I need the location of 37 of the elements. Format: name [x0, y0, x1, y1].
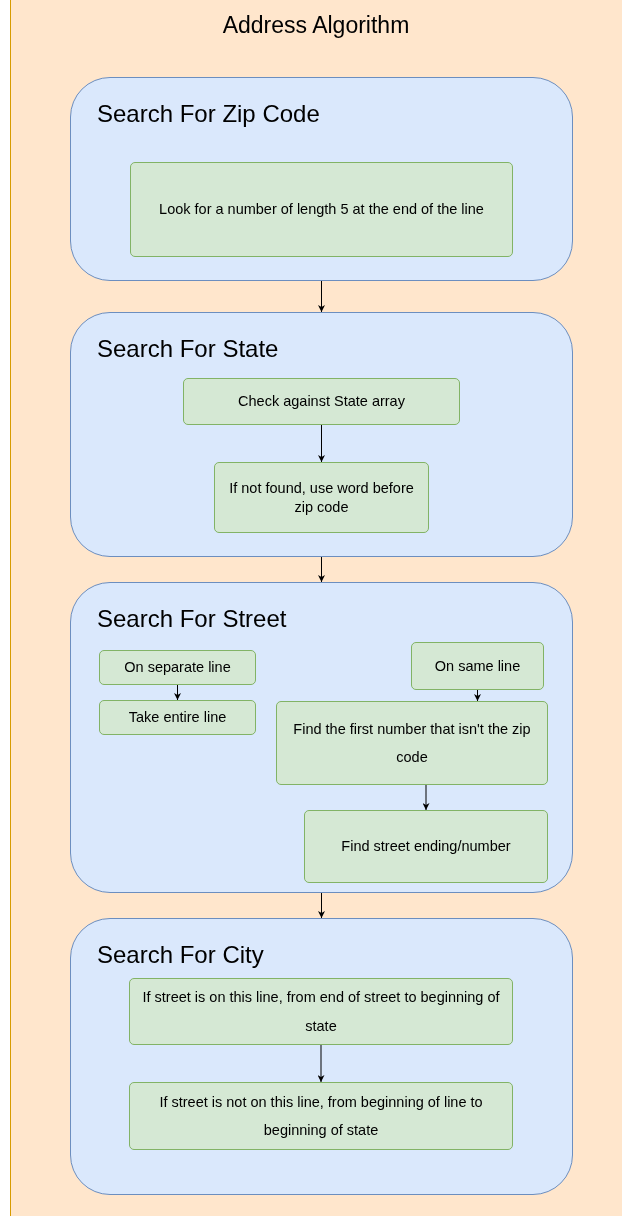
group-container — [70, 918, 573, 1195]
process-box — [129, 1082, 513, 1150]
step-text: Check against State array — [238, 392, 405, 411]
process-box — [99, 700, 256, 735]
group-heading: Search For Zip Code — [97, 100, 320, 128]
group-container — [70, 77, 573, 281]
group-heading: Search For City — [97, 941, 264, 969]
group-container — [70, 582, 573, 893]
step-text: Take entire line — [128, 708, 227, 727]
arrow — [318, 556, 325, 583]
arrow — [318, 892, 325, 919]
process-box — [129, 978, 513, 1045]
process-box — [130, 162, 513, 257]
process-box — [411, 642, 544, 690]
arrow — [474, 689, 481, 702]
diagram-title: Address Algorithm — [221, 12, 411, 39]
group-container — [70, 312, 573, 557]
process-box — [99, 650, 256, 685]
step-text: On same line — [434, 656, 521, 676]
step-text: If street is not on this line, from beginning of line to beginning of state — [158, 1092, 484, 1140]
arrow — [174, 684, 181, 701]
step-text: Look for a number of length 5 at the end of the line — [159, 200, 484, 220]
process-box — [304, 810, 548, 883]
arrow — [318, 424, 325, 463]
process-box — [276, 701, 548, 785]
step-text: Find the first number that isn't the zip code — [292, 719, 532, 767]
step-text: If street is on this line, from end of street to beginning of state — [141, 988, 501, 1036]
step-text: If not found, use word before zip code — [228, 478, 415, 517]
arrow — [317, 1044, 325, 1083]
arrow — [318, 280, 325, 313]
step-text: Find street ending/number — [341, 837, 511, 856]
group-heading: Search For Street — [97, 605, 287, 633]
step-text: On separate line — [124, 658, 231, 677]
process-box — [183, 378, 460, 425]
arrow — [422, 784, 430, 811]
group-heading: Search For State — [97, 335, 279, 363]
process-box — [214, 462, 429, 533]
